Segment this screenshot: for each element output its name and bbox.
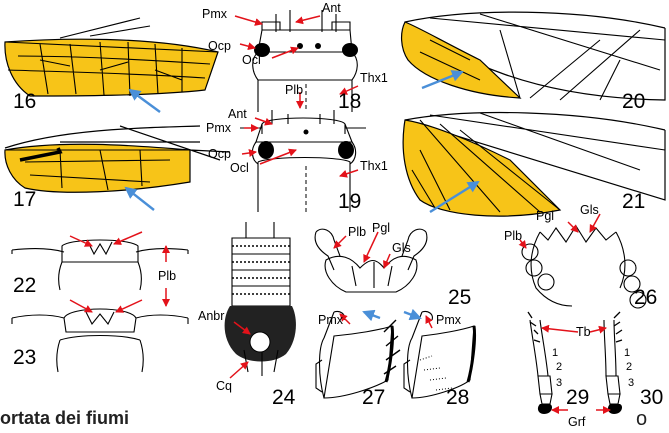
figure-25-labium (315, 229, 427, 292)
figure-number-21: 21 (622, 190, 645, 213)
figure-number-19: 19 (338, 190, 361, 213)
tarsus-number-30-1: 1 (624, 347, 630, 359)
figure-20-wing (402, 12, 665, 100)
label-plb-26: Plb (504, 229, 522, 243)
label-ocl-18: Ocl (242, 53, 261, 67)
label-pmx-18: Pmx (202, 7, 228, 21)
label-ant-19: Ant (228, 107, 247, 121)
label-anbr: Anbr (198, 309, 224, 323)
label-ant-18: Ant (322, 1, 341, 15)
figure-number-25: 25 (448, 286, 471, 309)
label-ocp-19: Ocp (208, 147, 231, 161)
figure-30-leg (604, 312, 622, 414)
label-pmx-19: Pmx (206, 121, 232, 135)
figure-23-head (12, 309, 188, 372)
figure-16-wing (5, 18, 218, 112)
figure-number-16: 16 (13, 90, 36, 113)
label-pgl-26: Pgl (536, 209, 554, 223)
figure-26-labium (522, 226, 646, 308)
figure-24-abdomen (225, 222, 296, 376)
label-tb: Tb (576, 325, 591, 339)
label-pmx-27: Pmx (318, 313, 344, 327)
figure-number-27: 27 (362, 386, 385, 409)
tarsus-number-30-2: 2 (626, 361, 632, 373)
label-pmx-28: Pmx (436, 313, 462, 327)
figure-number-29: 29 (566, 386, 589, 409)
label-cq: Cq (216, 379, 232, 393)
figure-number-22: 22 (13, 274, 36, 297)
figure-number-30: 30 (640, 386, 663, 409)
tarsus-number-29-2: 2 (556, 361, 562, 373)
label-grf: Grf (568, 415, 586, 429)
label-plb-18: Plb (285, 83, 303, 97)
caption-fragment: ortata dei fiumi (0, 408, 129, 429)
label-ocp-18: Ocp (208, 39, 231, 53)
label-gls-25: Gls (392, 241, 411, 255)
figure-number-18: 18 (338, 90, 361, 113)
figure-number-23: 23 (13, 346, 36, 369)
figure-number-17: 17 (13, 188, 36, 211)
figure-number-24: 24 (272, 386, 296, 409)
label-plb-22-23: Plb (158, 269, 176, 283)
corner-glyph: o (636, 408, 647, 431)
label-ocl-19: Ocl (230, 161, 249, 175)
label-plb-25: Plb (348, 225, 366, 239)
label-thx1-19: Thx1 (360, 159, 388, 173)
tarsus-number-30-3: 3 (628, 377, 634, 389)
figure-17-wing (5, 126, 230, 210)
tarsus-number-29-1: 1 (552, 347, 558, 359)
figure-number-20: 20 (622, 90, 645, 113)
tarsus-number-29-3: 3 (556, 377, 562, 389)
figure-number-28: 28 (446, 386, 469, 409)
figure-29-leg (528, 312, 552, 414)
label-pgl-25: Pgl (372, 221, 390, 235)
label-thx1-18: Thx1 (360, 71, 388, 85)
figure-number-26: 26 (634, 286, 657, 309)
label-gls-26: Gls (580, 203, 599, 217)
